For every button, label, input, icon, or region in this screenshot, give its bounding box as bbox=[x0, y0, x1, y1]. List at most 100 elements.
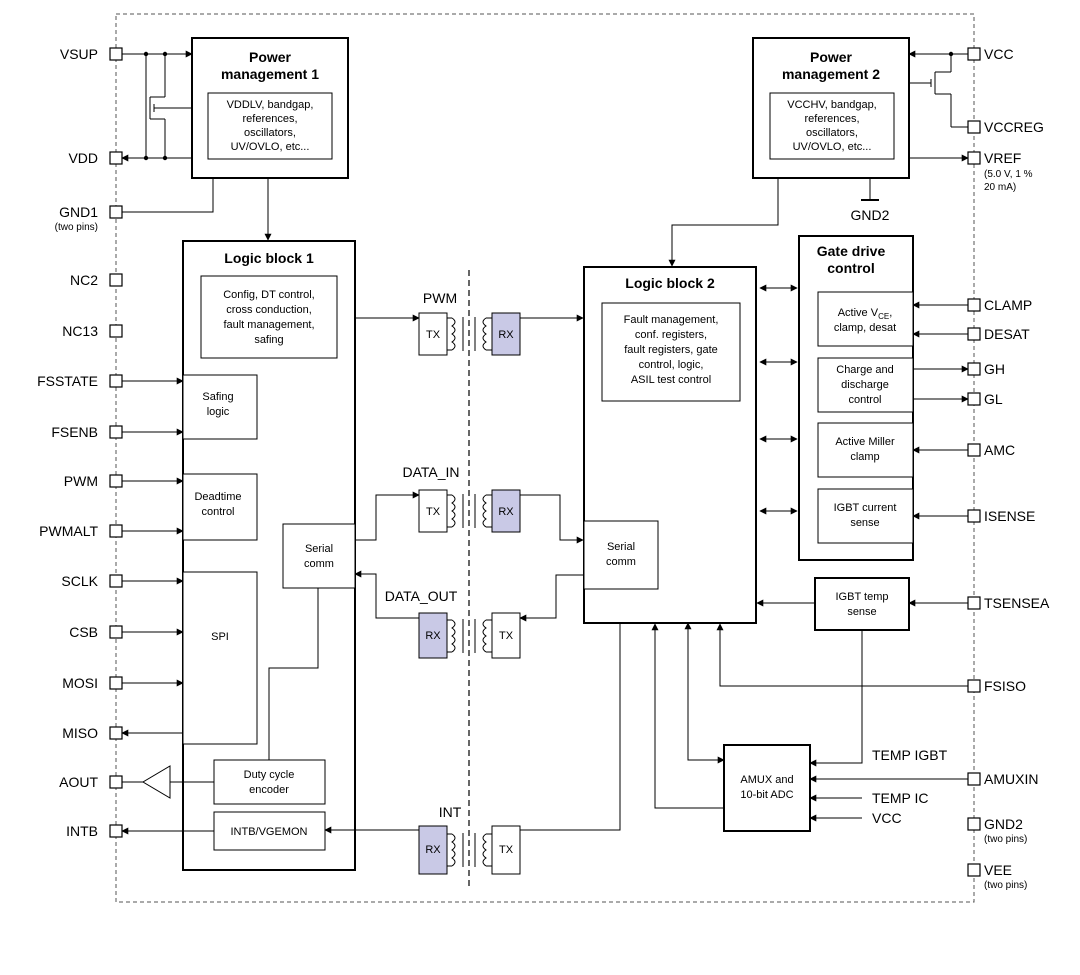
pin-gnd1 bbox=[109, 205, 123, 219]
data-in-signal-label: DATA_IN bbox=[402, 464, 459, 480]
pin-mosi bbox=[109, 676, 123, 690]
pin-label-gh: GH bbox=[984, 361, 1005, 377]
temp-ic-label: TEMP IC bbox=[872, 790, 929, 806]
miller-line-2: clamp bbox=[850, 451, 879, 463]
coil-3-R bbox=[482, 833, 487, 867]
pin-gh bbox=[967, 362, 981, 376]
lb1-title: Logic block 1 bbox=[224, 250, 314, 266]
int-rx-label: RX bbox=[425, 844, 441, 856]
coil-2-R bbox=[482, 619, 487, 653]
pin-pwmalt bbox=[109, 524, 123, 538]
lb2-line-3: fault registers, gate bbox=[624, 344, 718, 356]
charge-line-3: control bbox=[848, 394, 881, 406]
pm2-line-1: VCCHV, bandgap, bbox=[787, 99, 877, 111]
igbt-temp-sense-block bbox=[814, 577, 910, 631]
pin-label-gnd1: GND1 bbox=[59, 204, 98, 220]
pin-gnd2 bbox=[967, 817, 981, 831]
pin-label-desat: DESAT bbox=[984, 326, 1030, 342]
pin-vref bbox=[967, 151, 981, 165]
temp-igbt-label: TEMP IGBT bbox=[872, 747, 948, 763]
lb2-line-2: conf. registers, bbox=[635, 329, 707, 341]
pin-vdd bbox=[109, 151, 123, 165]
serial1-line-2: comm bbox=[304, 558, 334, 570]
pm1-title-2: management 1 bbox=[221, 66, 319, 82]
pin-aout bbox=[109, 775, 123, 789]
amux-line-1: AMUX and bbox=[740, 774, 793, 786]
serial1-line-1: Serial bbox=[305, 543, 333, 555]
pm1-line-2: references, bbox=[242, 113, 297, 125]
pin-tsensea bbox=[967, 596, 981, 610]
pin-label-clamp: CLAMP bbox=[984, 297, 1032, 313]
pin-label-vsup: VSUP bbox=[60, 46, 98, 62]
lb2-line-4: control, logic, bbox=[639, 359, 704, 371]
pin-gl bbox=[967, 392, 981, 406]
pm2-line-2: references, bbox=[804, 113, 859, 125]
pm1-line-4: UV/OVLO, etc... bbox=[231, 141, 310, 153]
pin-amc bbox=[967, 443, 981, 457]
pwm-rx-label: RX bbox=[498, 329, 514, 341]
charge-line-1: Charge and bbox=[836, 364, 894, 376]
pin-label-miso: MISO bbox=[62, 725, 98, 741]
pwm-tx-label: TX bbox=[426, 329, 441, 341]
igbt-current-line-1: IGBT current bbox=[834, 502, 897, 514]
pm1-line-1: VDDLV, bandgap, bbox=[227, 99, 314, 111]
safing-line-2: logic bbox=[207, 406, 230, 418]
pm2-title-2: management 2 bbox=[782, 66, 880, 82]
duty-line-2: encoder bbox=[249, 784, 289, 796]
pin-label-pwm: PWM bbox=[64, 473, 98, 489]
pin-label-pwmalt: PWMALT bbox=[39, 523, 98, 539]
pin-label-vdd: VDD bbox=[68, 150, 98, 166]
pin-label-isense: ISENSE bbox=[984, 508, 1035, 524]
pin-nc2 bbox=[109, 273, 123, 287]
pin-label-vcc: VCC bbox=[984, 46, 1014, 62]
gdc-title-1: Gate drive bbox=[817, 243, 886, 259]
coil-2-L bbox=[451, 619, 456, 653]
pin-clamp bbox=[967, 298, 981, 312]
miller-line-1: Active Miller bbox=[835, 436, 895, 448]
pm2-title-1: Power bbox=[810, 49, 853, 65]
pin-note-gnd2: (two pins) bbox=[984, 834, 1027, 845]
amux-line-2: 10-bit ADC bbox=[740, 789, 793, 801]
igbt-temp-line-1: IGBT temp bbox=[836, 591, 889, 603]
pin-sclk bbox=[109, 574, 123, 588]
charge-line-2: discharge bbox=[841, 379, 889, 391]
pin-label-intb: INTB bbox=[66, 823, 98, 839]
coil-0-L bbox=[451, 317, 456, 351]
pin-label-fsenb: FSENB bbox=[51, 424, 98, 440]
vcc-input-label: VCC bbox=[872, 810, 902, 826]
int-signal-label: INT bbox=[439, 804, 462, 820]
transformer-coils bbox=[447, 317, 492, 867]
serial2-line-2: comm bbox=[606, 556, 636, 568]
deadtime-line-1: Deadtime bbox=[194, 491, 241, 503]
intb-vgemon-label: INTB/VGEMON bbox=[230, 826, 307, 838]
data-out-signal-label: DATA_OUT bbox=[385, 588, 458, 604]
pin-label-gl: GL bbox=[984, 391, 1003, 407]
pin-pwm bbox=[109, 474, 123, 488]
pin-vccreg bbox=[967, 120, 981, 134]
pin-label-vee: VEE bbox=[984, 862, 1012, 878]
pin-label-amuxin: AMUXIN bbox=[984, 771, 1038, 787]
pwm-signal-label: PWM bbox=[423, 290, 457, 306]
gdc-title-2: control bbox=[827, 260, 874, 276]
pin-label-sclk: SCLK bbox=[61, 573, 98, 589]
coil-0-R bbox=[482, 317, 487, 351]
pin-note-vref-1: (5.0 V, 1 % bbox=[984, 169, 1033, 180]
gnd2-inner-label: GND2 bbox=[851, 207, 890, 223]
pin-label-fsstate: FSSTATE bbox=[37, 373, 98, 389]
pin-label-csb: CSB bbox=[69, 624, 98, 640]
lb1-line-3: fault management, bbox=[223, 319, 314, 331]
pin-isense bbox=[967, 509, 981, 523]
lb1-line-2: cross conduction, bbox=[226, 304, 312, 316]
int-tx-label: TX bbox=[499, 844, 514, 856]
safing-line-1: Safing bbox=[202, 391, 233, 403]
pin-label-nc13: NC13 bbox=[62, 323, 98, 339]
pin-csb bbox=[109, 625, 123, 639]
pin-label-vref: VREF bbox=[984, 150, 1021, 166]
pin-label-nc2: NC2 bbox=[70, 272, 98, 288]
pin-note-vref-2: 20 mA) bbox=[984, 182, 1016, 193]
active-vce-line-1: Active VCE, bbox=[838, 307, 893, 321]
amux-adc-block bbox=[723, 744, 811, 832]
data-in-rx-label: RX bbox=[498, 506, 514, 518]
active-vce-line-2: clamp, desat bbox=[834, 322, 896, 334]
